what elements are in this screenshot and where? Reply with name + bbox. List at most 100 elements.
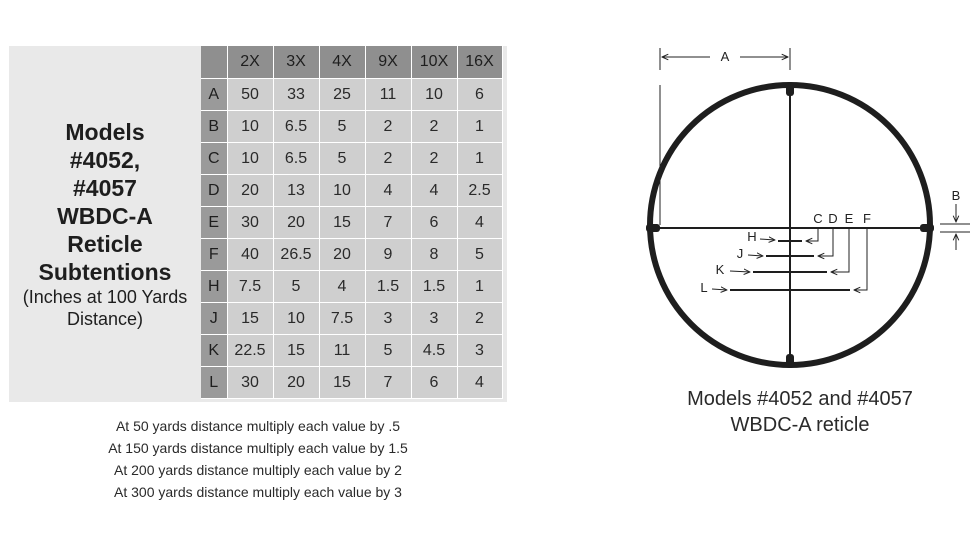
table-cell: 11	[319, 334, 366, 367]
pointer-h	[759, 239, 775, 240]
pointer-j	[747, 255, 763, 256]
label-f: F	[863, 211, 871, 226]
note-line: At 200 yards distance multiply each valu…	[114, 462, 402, 478]
table-cell: 50	[227, 78, 274, 111]
table-cell: 15	[319, 206, 366, 239]
caption-line: Models #4052 and #4057	[687, 388, 913, 410]
row-label: E	[201, 206, 228, 239]
table-cell: 20	[273, 366, 320, 399]
row-label: F	[201, 238, 228, 271]
row-label: L	[201, 366, 228, 399]
table-cell: 4	[319, 270, 366, 303]
post-top	[786, 82, 794, 96]
reticle-caption: Models #4052 and #4057 WBDC-A reticle	[640, 386, 960, 438]
post-right	[920, 224, 934, 232]
table-cell: 4	[457, 206, 503, 239]
table-cell: 15	[227, 302, 274, 335]
note-line: At 50 yards distance multiply each value…	[115, 418, 401, 434]
table-cell: 5	[319, 142, 366, 175]
table-cell: 6	[411, 366, 458, 399]
distance-notes: At 50 yards distance multiply each value…	[9, 415, 507, 503]
table-cell: 2	[365, 142, 412, 175]
table-cell: 1.5	[411, 270, 458, 303]
column-header: 9X	[365, 46, 412, 79]
table-cell: 7	[365, 366, 412, 399]
table-cell: 20	[319, 238, 366, 271]
table-cell: 7.5	[319, 302, 366, 335]
title-subline: (Inches at 100 Yards	[22, 287, 188, 307]
table-cell: 5	[365, 334, 412, 367]
label-k: K	[716, 262, 725, 277]
pointer-l	[711, 289, 727, 290]
leader-d	[818, 229, 834, 256]
table-cell: 1	[457, 270, 503, 303]
table-cell: 6.5	[273, 110, 320, 143]
table-cell: 3	[457, 334, 503, 367]
table-cell: 25	[319, 78, 366, 111]
label-d: D	[828, 211, 837, 226]
label-e: E	[845, 211, 854, 226]
table-cell: 5	[319, 110, 366, 143]
column-header: 4X	[319, 46, 366, 79]
table-cell: 20	[227, 174, 274, 207]
table-cell: 10	[227, 110, 274, 143]
table-cell: 3	[411, 302, 458, 335]
title-line: WBDC-A	[57, 203, 153, 229]
label-b: B	[952, 188, 961, 203]
table-cell: 2	[457, 302, 503, 335]
table-cell: 13	[273, 174, 320, 207]
table-cell: 15	[319, 366, 366, 399]
label-j: J	[737, 246, 744, 261]
table-cell: 1	[457, 142, 503, 175]
table-cell: 8	[411, 238, 458, 271]
table-cell: 4	[365, 174, 412, 207]
caption-line: WBDC-A reticle	[730, 414, 870, 436]
pointer-k	[729, 271, 750, 272]
table-cell: 30	[227, 206, 274, 239]
leader-e	[831, 229, 850, 272]
table-cell: 6	[411, 206, 458, 239]
column-header: 3X	[273, 46, 320, 79]
row-label: J	[201, 302, 228, 335]
table-cell: 2	[411, 142, 458, 175]
table-cell: 10	[411, 78, 458, 111]
title-line: Subtentions	[38, 259, 172, 285]
title-subline: Distance)	[66, 309, 144, 329]
leader-f	[854, 229, 868, 290]
row-label: D	[201, 174, 228, 207]
label-l: L	[700, 280, 707, 295]
table-cell: 4.5	[411, 334, 458, 367]
label-c: C	[813, 211, 822, 226]
table-corner-cell	[201, 46, 228, 79]
table-cell: 6.5	[273, 142, 320, 175]
note-line: At 300 yards distance multiply each valu…	[114, 484, 402, 500]
table-cell: 10	[273, 302, 320, 335]
row-label: C	[201, 142, 228, 175]
table-cell: 3	[365, 302, 412, 335]
title-line: Models	[65, 119, 145, 145]
label-a: A	[721, 49, 730, 64]
subtention-title: Models #4052, #4057 WBDC-A Reticle Subte…	[9, 46, 201, 402]
column-header: 2X	[227, 46, 274, 79]
table-cell: 5	[273, 270, 320, 303]
title-line: Reticle	[67, 231, 143, 257]
table-cell: 9	[365, 238, 412, 271]
post-bottom	[786, 354, 794, 368]
table-cell: 33	[273, 78, 320, 111]
table-cell: 5	[457, 238, 503, 271]
table-cell: 1.5	[365, 270, 412, 303]
label-h: H	[747, 229, 756, 244]
row-label: K	[201, 334, 228, 367]
table-cell: 10	[227, 142, 274, 175]
table-cell: 2	[411, 110, 458, 143]
table-cell: 15	[273, 334, 320, 367]
column-header: 10X	[411, 46, 458, 79]
table-cell: 7	[365, 206, 412, 239]
